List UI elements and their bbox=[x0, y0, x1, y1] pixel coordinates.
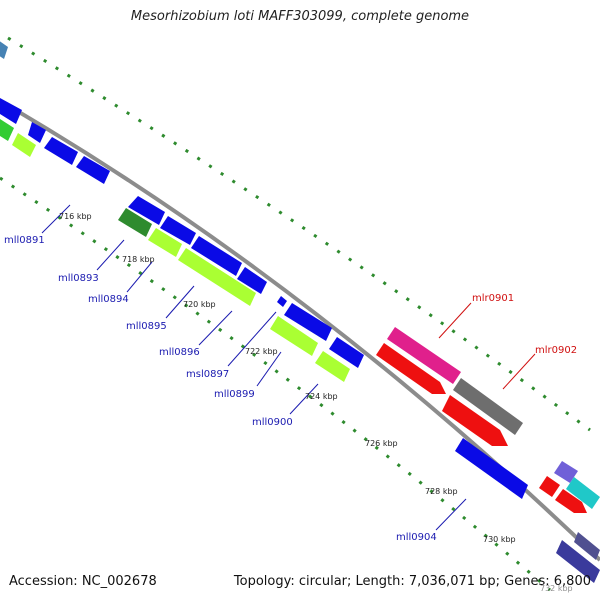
gene-label-mll0894[interactable]: mll0894 bbox=[88, 294, 129, 305]
gene-mll0894[interactable] bbox=[160, 216, 196, 245]
gene-slate bbox=[574, 532, 600, 560]
gene-blue-3 bbox=[44, 137, 78, 165]
accession-text: Accession: NC_002678 bbox=[9, 574, 157, 589]
gene-mll0896b[interactable] bbox=[178, 248, 256, 306]
gene-label-mll0896[interactable]: mll0896 bbox=[159, 347, 200, 358]
gene-mll0891[interactable] bbox=[128, 196, 165, 225]
leader-mll0899 bbox=[256, 351, 282, 387]
gene-violet bbox=[554, 461, 578, 483]
leader-mlr0901 bbox=[438, 302, 472, 339]
outer-tick-track bbox=[7, 36, 591, 432]
leader-mlr0902 bbox=[502, 353, 536, 390]
leader-mll0893 bbox=[96, 239, 125, 271]
kbp-label: 726 kbp bbox=[365, 439, 398, 448]
kbp-label: 732 kbp bbox=[540, 584, 573, 593]
gene-msl0897[interactable] bbox=[277, 296, 287, 307]
kbp-label: 724 kbp bbox=[305, 392, 338, 401]
leader-mll0904 bbox=[435, 498, 467, 531]
gene-navy bbox=[556, 540, 600, 583]
leader-mll0895 bbox=[165, 285, 195, 319]
leader-mll0896 bbox=[198, 310, 233, 346]
leader-mll0900 bbox=[289, 383, 319, 415]
gene-grey bbox=[453, 378, 523, 435]
gene-mlr0901[interactable] bbox=[387, 327, 461, 384]
gene-label-mll0893[interactable]: mll0893 bbox=[58, 273, 99, 284]
kbp-scale-labels: 716 kbp 718 kbp 720 kbp 722 kbp 724 kbp … bbox=[59, 212, 573, 593]
gene-mll0899b[interactable] bbox=[270, 316, 318, 356]
gene-blue-4 bbox=[76, 156, 110, 184]
gene-mll0904[interactable] bbox=[455, 438, 528, 499]
gene-lime-1 bbox=[12, 133, 36, 157]
gene-mll0895[interactable] bbox=[148, 228, 182, 257]
gene-blue-1 bbox=[0, 98, 22, 124]
gene-green-1 bbox=[0, 119, 14, 141]
gene-label-mll0900[interactable]: mll0900 bbox=[252, 417, 293, 428]
genome-summary-text: Topology: circular; Length: 7,036,071 bp… bbox=[233, 574, 591, 589]
kbp-label: 716 kbp bbox=[59, 212, 92, 221]
kbp-label: 718 kbp bbox=[122, 255, 155, 264]
leader-msl0897 bbox=[227, 311, 277, 367]
gene-mll0893[interactable] bbox=[118, 208, 152, 237]
kbp-label: 730 kbp bbox=[483, 535, 516, 544]
gene-mlr0902-b[interactable] bbox=[442, 395, 508, 446]
gene-cyan bbox=[566, 477, 600, 509]
kbp-label: 722 kbp bbox=[245, 347, 278, 356]
gene-blue-5 bbox=[237, 267, 267, 294]
gene-blue-2 bbox=[28, 122, 46, 143]
kbp-label: 720 kbp bbox=[183, 300, 216, 309]
gene-label-mll0895[interactable]: mll0895 bbox=[126, 321, 167, 332]
gene-label-mll0899[interactable]: mll0899 bbox=[214, 389, 255, 400]
leader-lines bbox=[41, 204, 536, 531]
inner-tick-track bbox=[0, 176, 551, 592]
kbp-label: 728 kbp bbox=[425, 487, 458, 496]
gene-label-mll0904[interactable]: mll0904 bbox=[396, 532, 437, 543]
gene-mll0899[interactable] bbox=[284, 303, 332, 341]
gene-mll0900[interactable] bbox=[329, 337, 364, 368]
gene-red-c bbox=[539, 476, 560, 497]
gene-label-mll0891[interactable]: mll0891 bbox=[4, 235, 45, 246]
leader-mll0891 bbox=[41, 204, 71, 234]
reverse-strand-genes bbox=[0, 98, 600, 583]
gene-mlr0902-a[interactable] bbox=[376, 343, 446, 394]
gene-steelblue bbox=[0, 41, 8, 59]
leader-mll0894 bbox=[126, 261, 153, 293]
map-title: Mesorhizobium loti MAFF303099, complete … bbox=[130, 9, 470, 24]
gene-mll0900b[interactable] bbox=[315, 351, 350, 382]
gene-red-d bbox=[555, 489, 587, 513]
gene-labels: mll0891 mll0893 mll0894 mll0895 mll0896 … bbox=[4, 235, 577, 543]
gene-label-mlr0901[interactable]: mlr0901 bbox=[472, 293, 514, 304]
forward-strand-genes bbox=[0, 41, 600, 513]
gene-mll0896[interactable] bbox=[191, 236, 242, 276]
gene-label-msl0897[interactable]: msl0897 bbox=[186, 369, 229, 380]
gene-label-mlr0902[interactable]: mlr0902 bbox=[535, 345, 577, 356]
